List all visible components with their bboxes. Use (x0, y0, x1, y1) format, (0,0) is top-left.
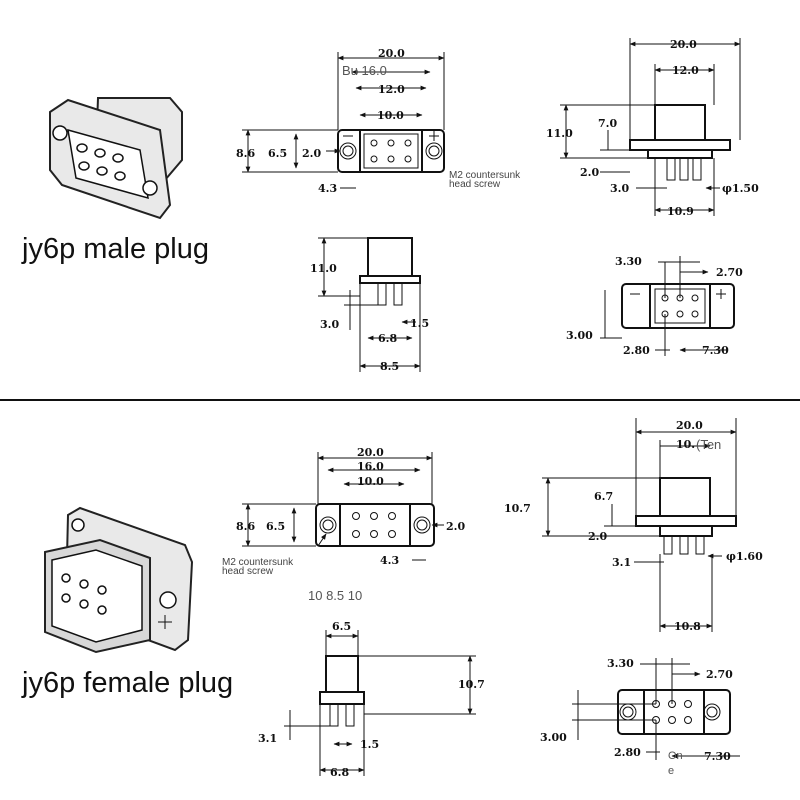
female-bottom-note-line1: On (668, 750, 683, 762)
female-left-dim-15: 1.5 (360, 738, 379, 751)
female-bottom-view (572, 658, 740, 760)
male-side-height-20: 2.0 (580, 166, 599, 179)
female-side-view-right (542, 418, 737, 632)
female-bottom-height-300: 3.00 (540, 731, 567, 744)
male-screw-note-line2: head screw (449, 179, 501, 190)
female-front-width-20: 20.0 (357, 446, 384, 459)
male-left-width-85: 8.5 (380, 360, 399, 373)
female-side-width-10-note: (Ten (696, 437, 721, 452)
female-front-width-10: 10.0 (357, 475, 384, 488)
male-front-width-10: 10.0 (377, 109, 404, 122)
female-side-height-107: 10.7 (504, 502, 531, 515)
male-left-width-68: 6.8 (378, 332, 397, 345)
male-bottom-height-300: 3.00 (566, 329, 593, 342)
male-side-width-12: 12.0 (672, 64, 699, 77)
female-side-view-left (284, 630, 476, 776)
male-side-height-110: 11.0 (546, 127, 573, 140)
female-side-width-108: 10.8 (674, 620, 701, 633)
female-bottom-note-line2: e (668, 765, 674, 777)
female-front-height-65: 6.5 (266, 520, 285, 533)
male-front-height-65: 6.5 (268, 147, 287, 160)
female-front-height-86: 8.6 (236, 520, 255, 533)
male-front-dim-20: 2.0 (302, 147, 321, 160)
male-bottom-view (600, 256, 735, 356)
male-side-height-70: 7.0 (598, 117, 617, 130)
male-front-width-12: 12.0 (378, 83, 405, 96)
male-plug-3d-illustration (49, 97, 183, 220)
male-front-height-86: 8.6 (236, 147, 255, 160)
male-left-dim-15: 1.5 (410, 317, 429, 330)
male-screw-note-line1: M2 countersunk (449, 170, 521, 181)
female-left-height-31: 3.1 (258, 732, 277, 745)
female-front-dim-20: 2.0 (446, 520, 465, 533)
male-side-width-20: 20.0 (670, 38, 697, 51)
female-bottom-width-280: 2.80 (614, 746, 641, 759)
female-side-height-31: 3.1 (612, 556, 631, 569)
male-bottom-width-730: 7.30 (702, 344, 729, 357)
female-side-height-20: 2.0 (588, 530, 607, 543)
female-plug-title: jy6p female plug (21, 667, 233, 699)
female-side-width-20: 20.0 (676, 419, 703, 432)
male-plug-title: jy6p male plug (21, 233, 209, 265)
male-left-height-30: 3.0 (320, 318, 339, 331)
female-front-dim-43: 4.3 (380, 554, 399, 567)
female-bottom-width-730: 7.30 (704, 750, 731, 763)
male-front-width-16: Bu 16.0 (342, 63, 387, 78)
male-bottom-width-330: 3.30 (615, 255, 642, 268)
male-front-dim-43: 4.3 (318, 182, 337, 195)
male-bottom-width-270: 2.70 (716, 266, 743, 279)
female-left-height-107: 10.7 (458, 678, 485, 691)
male-front-view (242, 52, 445, 189)
male-bottom-width-280: 2.80 (623, 344, 650, 357)
female-left-top-note: 10 8.5 10 (308, 588, 362, 603)
female-side-height-67: 6.7 (594, 490, 613, 503)
female-front-width-16: 16.0 (357, 460, 384, 473)
female-screw-note-line2: head screw (222, 566, 274, 577)
male-front-width-20: 20.0 (378, 47, 405, 60)
female-plug-3d-illustration (44, 506, 194, 654)
female-bottom-width-330: 3.30 (607, 657, 634, 670)
female-side-width-10: 10. (676, 438, 695, 451)
female-screw-note-line1: M2 countersunk (222, 557, 294, 568)
male-side-view-right (560, 38, 741, 216)
female-side-pin-diameter: φ1.60 (726, 550, 763, 563)
male-side-width-109: 10.9 (667, 205, 694, 218)
female-bottom-width-270: 2.70 (706, 668, 733, 681)
female-left-width-65: 6.5 (332, 620, 351, 633)
male-left-height-110: 11.0 (310, 262, 337, 275)
female-left-width-68: 6.8 (330, 766, 349, 779)
male-side-width-30: 3.0 (610, 182, 629, 195)
female-front-view (242, 452, 444, 561)
male-side-pin-diameter: φ1.50 (722, 182, 759, 195)
male-side-view-left (318, 237, 421, 372)
